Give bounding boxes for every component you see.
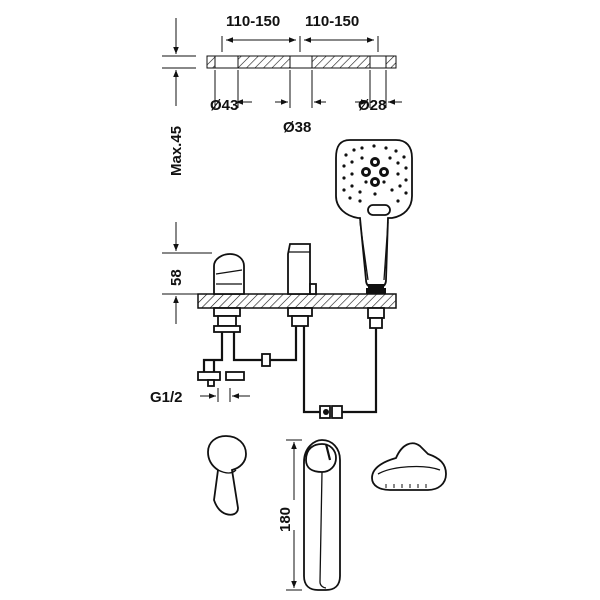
diverter-icon — [371, 442, 447, 491]
spacing-left-label: 110-150 — [226, 13, 280, 30]
shower-nozzles — [342, 144, 408, 203]
spout-icon — [303, 439, 341, 591]
diameter-left-label: Ø43 — [210, 97, 238, 114]
hand-shower-icon — [335, 139, 413, 292]
spacing-right-label: 110-150 — [305, 13, 359, 30]
max-deck-label: Max.45 — [168, 126, 185, 176]
deck-section-mid-right — [311, 55, 371, 69]
thread-dimension: G1/2 — [150, 388, 250, 406]
deck-section-left — [206, 55, 216, 69]
deck-section-right — [385, 55, 397, 69]
spout-length-label: 180 — [277, 507, 294, 532]
height-dimension: 58 — [162, 222, 212, 324]
max-deck-dimension: Max.45 — [162, 18, 196, 176]
deck-section-mid-left — [237, 55, 291, 69]
height-label: 58 — [168, 269, 185, 286]
deck-slab — [197, 293, 397, 309]
diameter-center-label: Ø38 — [283, 119, 311, 136]
spout-body — [287, 243, 311, 295]
diameter-right-label: Ø28 — [358, 97, 386, 114]
side-elevation — [197, 243, 397, 419]
deck-plan-view: 110-150 110-150 Ø43 Ø28 Ø38 — [206, 13, 402, 136]
thread-label: G1/2 — [150, 389, 183, 406]
mixer-lever-icon — [207, 435, 247, 516]
shower-center-pattern — [361, 157, 389, 187]
spout-length-dimension: 180 — [277, 439, 302, 591]
